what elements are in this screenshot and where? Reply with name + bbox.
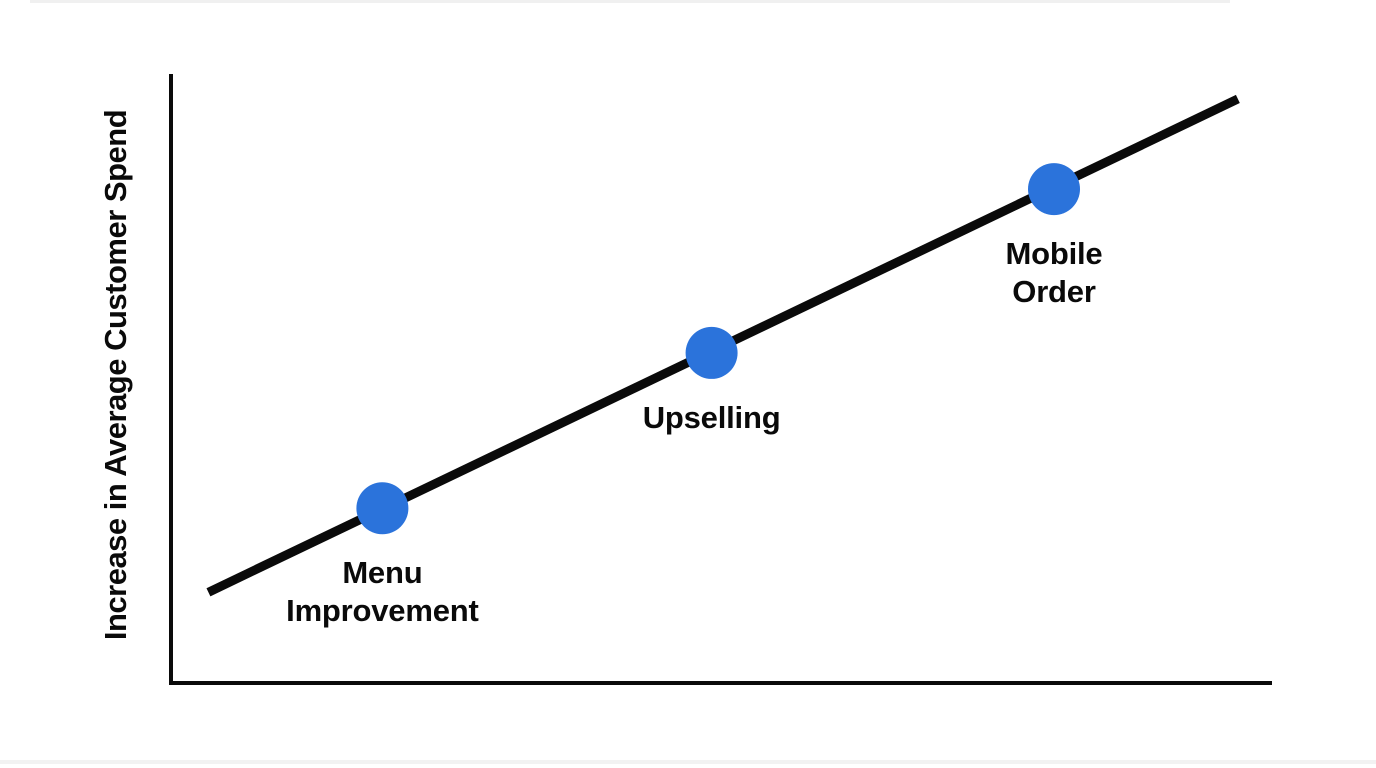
point-label-1: Menu Improvement bbox=[286, 555, 479, 629]
point-label-2: Upselling bbox=[642, 399, 781, 435]
axes-lines bbox=[169, 74, 1272, 685]
point-label-3: Mobile Order bbox=[1005, 236, 1103, 310]
data-point-3 bbox=[1028, 163, 1081, 216]
data-point-2 bbox=[685, 326, 738, 379]
scan-edge-artifact-bottom bbox=[0, 760, 1376, 764]
data-point-1 bbox=[356, 482, 409, 535]
scan-edge-artifact-top bbox=[30, 0, 1230, 3]
